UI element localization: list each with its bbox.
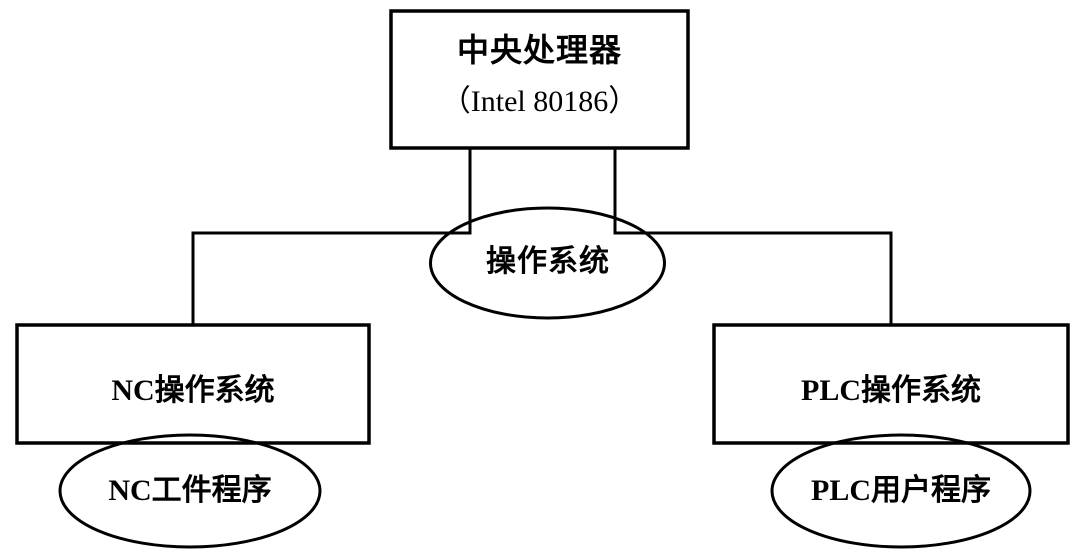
plc-user-program-label: PLC用户程序: [811, 474, 991, 507]
nc-os-box: [15, 323, 371, 445]
cpu-subtitle: （Intel 80186）: [440, 85, 639, 118]
connector-cpu-to-plc: [613, 146, 893, 327]
plc-os-box: [712, 323, 1070, 445]
nc-workpiece-program-ellipse: [58, 433, 322, 549]
nc-operating-system-label: NC操作系统: [111, 374, 275, 407]
connector-cpu-to-nc: [191, 146, 472, 327]
plc-user-program-ellipse: [770, 433, 1032, 549]
connector-group: [191, 146, 893, 327]
cpu-title: 中央处理器: [456, 32, 622, 68]
operating-system-label: 操作系统: [486, 245, 610, 278]
nc-workpiece-program-label: NC工件程序: [108, 474, 272, 507]
plc-operating-system-label: PLC操作系统: [801, 374, 981, 407]
operating-system-ellipse: [429, 206, 666, 320]
cpu-box: [389, 9, 690, 150]
